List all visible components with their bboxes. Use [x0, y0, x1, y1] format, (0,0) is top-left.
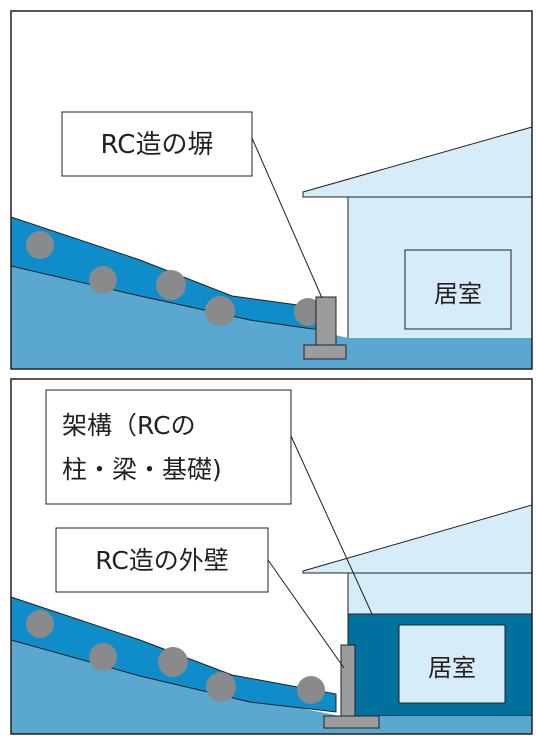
callout-box: [61, 111, 253, 177]
boulder: [206, 672, 236, 702]
callout-leader: [251, 137, 323, 299]
callout-frame-line2: 柱・梁・基礎): [62, 455, 222, 484]
rc-fence: [315, 296, 337, 347]
callout-wall-leader: [267, 559, 345, 669]
boulder: [158, 647, 188, 677]
boulder: [297, 676, 325, 704]
callout-frame-leader: [290, 435, 373, 615]
boulder: [26, 231, 54, 259]
room-label: 居室: [428, 654, 476, 682]
callout-wall-label: RC造の外壁: [95, 546, 229, 575]
boulder: [294, 298, 322, 326]
callout-wall-box: [55, 527, 269, 593]
rc-exterior-wall: [340, 644, 356, 718]
room-box: [398, 624, 506, 704]
callout-frame-line1: 架構（RCの: [62, 411, 196, 440]
rc-wall-footing: [323, 715, 380, 729]
panel-bottom: 居室 架構（RCの 柱・梁・基礎) RC造の外壁: [10, 378, 533, 735]
room-label: 居室: [434, 280, 482, 308]
callout-label: RC造の塀: [101, 130, 214, 160]
boulder: [89, 266, 117, 294]
panel-top-border: [10, 10, 533, 370]
ground: [11, 640, 532, 734]
boulder: [205, 296, 235, 326]
callout-frame-box: [45, 389, 292, 505]
boulder: [89, 643, 117, 671]
ground: [11, 265, 532, 369]
room-box: [404, 249, 512, 330]
boulder: [26, 610, 54, 638]
panel-top: 居室 RC造の塀: [10, 10, 533, 370]
panel-bottom-border: [10, 378, 533, 735]
rc-fence-footing: [303, 344, 347, 360]
boulder: [156, 270, 186, 300]
